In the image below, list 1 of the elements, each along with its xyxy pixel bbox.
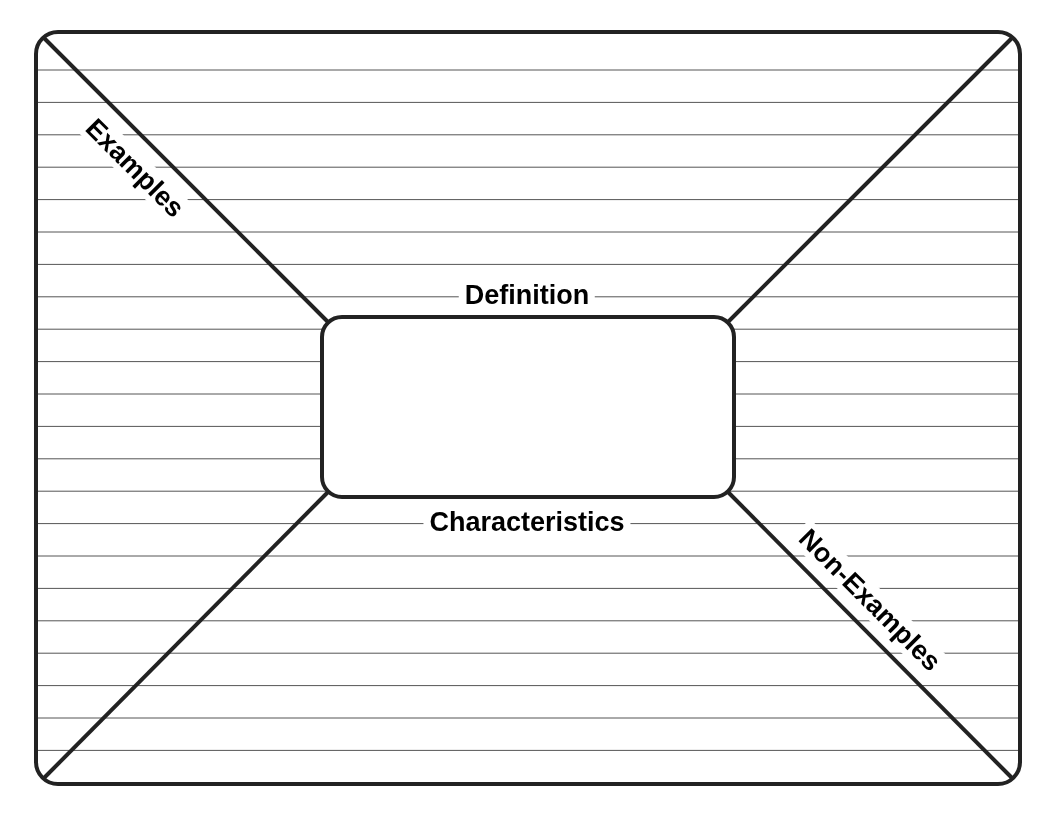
answer-box bbox=[320, 315, 736, 499]
